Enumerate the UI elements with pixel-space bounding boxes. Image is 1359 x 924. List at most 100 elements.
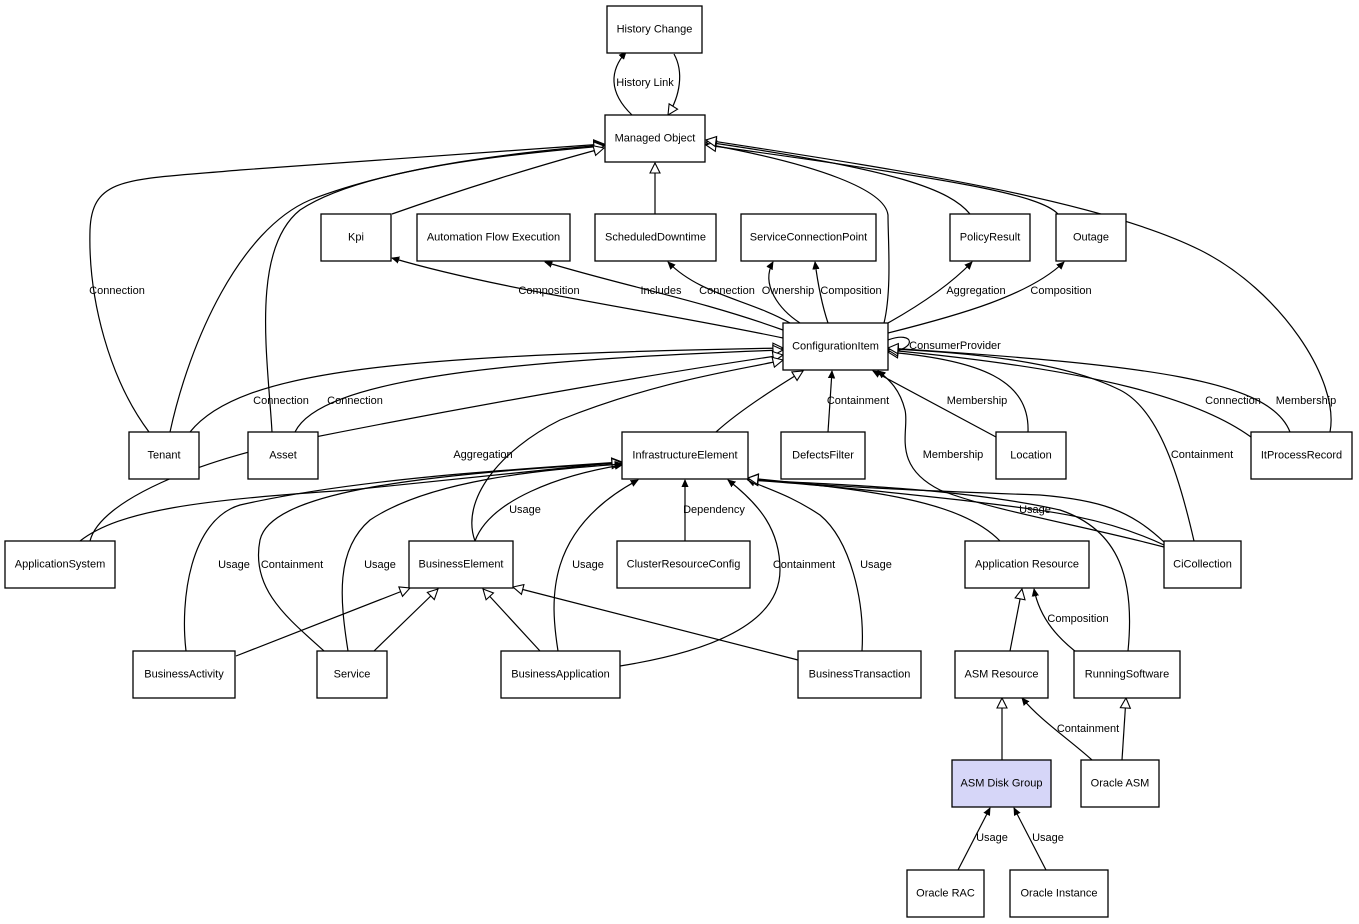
node-asm-resource[interactable]: ASM Resource xyxy=(954,650,1049,699)
edge-label-bt-ie-usage: Usage xyxy=(860,559,892,571)
node-asset[interactable]: Asset xyxy=(247,431,319,480)
edge-cicoll-ci-containment xyxy=(888,349,1195,542)
node-history-change[interactable]: History Change xyxy=(606,5,703,54)
edge-label-service-ie-containment: Containment xyxy=(261,559,323,571)
edge-label-ci-self-consumer-provider: ConsumerProvider xyxy=(909,340,1001,352)
edge-label-ci-pr-aggregation: Aggregation xyxy=(946,285,1005,297)
edge-location-ci-membership xyxy=(873,370,997,438)
edge-oi-dg-usage xyxy=(1013,808,1047,871)
node-scheduled-downtime[interactable]: ScheduledDowntime xyxy=(594,213,717,262)
node-application-system[interactable]: ApplicationSystem xyxy=(4,540,116,589)
node-business-element[interactable]: BusinessElement xyxy=(408,540,514,589)
edge-label-location-ci-membership: Membership xyxy=(947,395,1008,407)
node-label: CiCollection xyxy=(1173,558,1232,570)
edge-location-ci-inherit xyxy=(888,352,1029,433)
node-tenant[interactable]: Tenant xyxy=(128,431,200,480)
edge-be-ci-inherit xyxy=(471,360,783,542)
node-service-connection-point[interactable]: ServiceConnectionPoint xyxy=(740,213,877,262)
node-infrastructure-element[interactable]: InfrastructureElement xyxy=(621,431,749,480)
edge-label-cicoll-ci-membership: Membership xyxy=(923,449,984,461)
edges xyxy=(79,52,1332,871)
edge-label-tenant-mo-connection: Connection xyxy=(89,285,145,297)
edge-history-link-out xyxy=(613,52,633,116)
edge-label-asset-ci-connection: Connection xyxy=(327,395,383,407)
node-outage[interactable]: Outage xyxy=(1055,213,1127,262)
edge-ci-afe-includes xyxy=(545,262,784,331)
node-label: Managed Object xyxy=(615,132,696,144)
edge-kpi-mo-inherit xyxy=(391,148,604,215)
edge-label-oasm-asmr-containment: Containment xyxy=(1057,723,1119,735)
node-label: ASM Resource xyxy=(965,668,1039,680)
node-label: BusinessActivity xyxy=(144,668,224,680)
edge-rs-ie-inherit xyxy=(748,480,1131,652)
edge-bt-be-inherit xyxy=(513,587,799,661)
node-label: ServiceConnectionPoint xyxy=(750,231,867,243)
edge-label-ci-afe-includes: Includes xyxy=(641,285,682,297)
edge-cicoll-ie-usage xyxy=(748,480,1165,546)
node-kpi[interactable]: Kpi xyxy=(320,213,392,262)
node-label: DefectsFilter xyxy=(792,449,854,461)
edge-appsys-ie-aggregation xyxy=(79,462,622,542)
edge-ci-scp-composition xyxy=(815,262,829,324)
node-managed-object[interactable]: Managed Object xyxy=(604,114,706,163)
node-policy-result[interactable]: PolicyResult xyxy=(949,213,1031,262)
node-automation-flow-execution[interactable]: Automation Flow Execution xyxy=(416,213,571,262)
edge-label-ci-sd-connection: Connection xyxy=(699,285,755,297)
node-label: ScheduledDowntime xyxy=(605,231,706,243)
edge-asset-mo-inherit xyxy=(264,146,604,433)
node-defects-filter[interactable]: DefectsFilter xyxy=(780,431,866,480)
edge-asset-ci-connection xyxy=(294,350,783,433)
edge-pr-mo-inherit xyxy=(706,142,971,215)
edge-labels: History Link Connection Composition Incl… xyxy=(89,77,1336,844)
node-oracle-asm[interactable]: Oracle ASM xyxy=(1080,759,1160,808)
edge-defects-ci-containment xyxy=(827,371,832,433)
node-label: RunningSoftware xyxy=(1085,668,1169,680)
edge-label-appsys-ie-aggregation: Aggregation xyxy=(453,449,512,461)
edge-label-cicoll-ie-usage: Usage xyxy=(1019,504,1051,516)
node-label: Oracle RAC xyxy=(916,887,975,899)
node-ci-collection[interactable]: CiCollection xyxy=(1163,540,1242,589)
edge-label-rs-ar-composition: Composition xyxy=(1047,613,1108,625)
edge-bapp-ie-usage xyxy=(553,479,638,652)
node-business-transaction[interactable]: BusinessTransaction xyxy=(797,650,922,699)
node-oracle-instance[interactable]: Oracle Instance xyxy=(1009,869,1109,918)
edge-itpr-ci-membership xyxy=(888,348,1291,433)
node-label: Tenant xyxy=(147,449,180,461)
edge-rs-ar-composition xyxy=(1034,589,1081,656)
edge-label-service-ie-usage: Usage xyxy=(364,559,396,571)
edge-ci-pr-aggregation xyxy=(887,262,972,324)
node-business-activity[interactable]: BusinessActivity xyxy=(132,650,236,699)
edge-label-cicoll-ci-containment: Containment xyxy=(1171,449,1233,461)
node-label: PolicyResult xyxy=(960,231,1021,243)
edge-label-history-link: History Link xyxy=(616,77,674,89)
edge-ie-ci-inherit xyxy=(715,371,803,433)
edge-cicoll-ci-membership xyxy=(878,371,1165,548)
edge-history-link-in xyxy=(668,53,681,115)
node-application-resource[interactable]: Application Resource xyxy=(964,540,1090,589)
edge-label-rac-dg-usage: Usage xyxy=(976,832,1008,844)
edge-bt-ie-usage xyxy=(748,479,863,652)
edge-label-defects-ci-containment: Containment xyxy=(827,395,889,407)
node-business-application[interactable]: BusinessApplication xyxy=(500,650,621,699)
edge-cicoll-ie-inherit xyxy=(748,478,1165,543)
edge-ci-sd-connection xyxy=(668,262,791,324)
node-it-process-record[interactable]: ItProcessRecord xyxy=(1250,431,1353,480)
node-service[interactable]: Service xyxy=(316,650,388,699)
edge-rac-dg-usage xyxy=(957,808,991,871)
edge-outage-mo-inherit xyxy=(706,145,1059,215)
node-label: BusinessApplication xyxy=(511,668,609,680)
node-label: Oracle ASM xyxy=(1091,777,1150,789)
node-oracle-rac[interactable]: Oracle RAC xyxy=(906,869,985,918)
edge-label-bapp-ie-usage: Usage xyxy=(572,559,604,571)
node-asm-disk-group[interactable]: ASM Disk Group xyxy=(951,759,1052,808)
node-label: Kpi xyxy=(348,231,364,243)
node-label: BusinessTransaction xyxy=(809,668,911,680)
node-label: Asset xyxy=(269,449,297,461)
node-cluster-resource-config[interactable]: ClusterResourceConfig xyxy=(616,540,751,589)
edge-tenant-mo-connection xyxy=(89,144,604,433)
node-label: BusinessElement xyxy=(419,558,504,570)
edge-oasm-asmr-containment xyxy=(1022,698,1093,761)
node-location[interactable]: Location xyxy=(995,431,1067,480)
node-configuration-item[interactable]: ConfigurationItem xyxy=(782,322,889,371)
node-running-software[interactable]: RunningSoftware xyxy=(1073,650,1181,699)
